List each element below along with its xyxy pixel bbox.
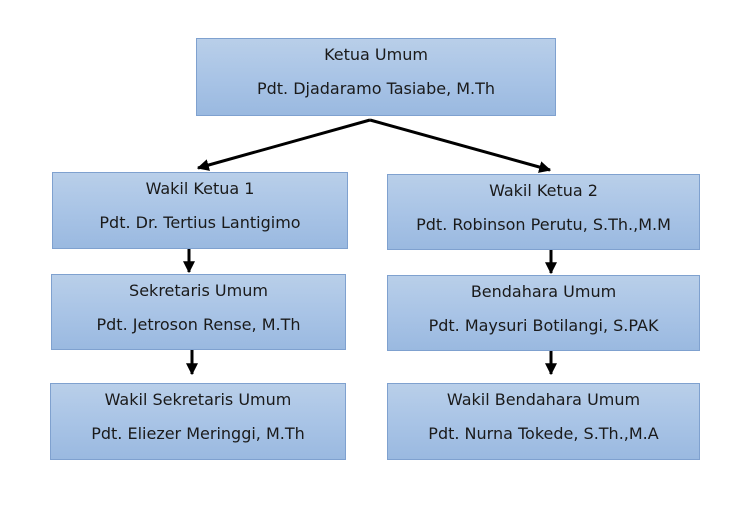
node-person-name: Pdt. Jetroson Rense, M.Th [96,315,301,334]
node-wakil-bendahara-umum: Wakil Bendahara Umum Pdt. Nurna Tokede, … [387,383,700,460]
node-ketua-umum: Ketua Umum Pdt. Djadaramo Tasiabe, M.Th [196,38,556,116]
node-wakil-ketua-1: Wakil Ketua 1 Pdt. Dr. Tertius Lantigimo [52,172,348,249]
node-person-name: Pdt. Robinson Perutu, S.Th.,M.M [416,215,671,234]
node-role-label: Sekretaris Umum [129,281,268,300]
node-role-label: Wakil Ketua 2 [489,181,598,200]
node-role-label: Ketua Umum [324,45,428,64]
node-person-name: Pdt. Dr. Tertius Lantigimo [99,213,301,232]
node-role-label: Wakil Bendahara Umum [446,390,641,409]
node-bendahara-umum: Bendahara Umum Pdt. Maysuri Botilangi, S… [387,275,700,351]
node-person-name: Pdt. Eliezer Meringgi, M.Th [91,424,305,443]
node-person-name: Pdt. Nurna Tokede, S.Th.,M.A [428,424,659,443]
node-role-label: Wakil Sekretaris Umum [104,390,292,409]
node-wakil-ketua-2: Wakil Ketua 2 Pdt. Robinson Perutu, S.Th… [387,174,700,250]
node-role-label: Bendahara Umum [470,282,617,301]
node-person-name: Pdt. Maysuri Botilangi, S.PAK [428,316,659,335]
node-person-name: Pdt. Djadaramo Tasiabe, M.Th [256,79,496,98]
node-role-label: Wakil Ketua 1 [145,179,255,198]
connector-ketua-to-wakil-ketua-2 [369,118,552,173]
node-wakil-sekretaris-umum: Wakil Sekretaris Umum Pdt. Eliezer Merin… [50,383,346,460]
connector-ketua-to-wakil-ketua-1 [196,118,371,171]
node-sekretaris-umum: Sekretaris Umum Pdt. Jetroson Rense, M.T… [51,274,346,350]
